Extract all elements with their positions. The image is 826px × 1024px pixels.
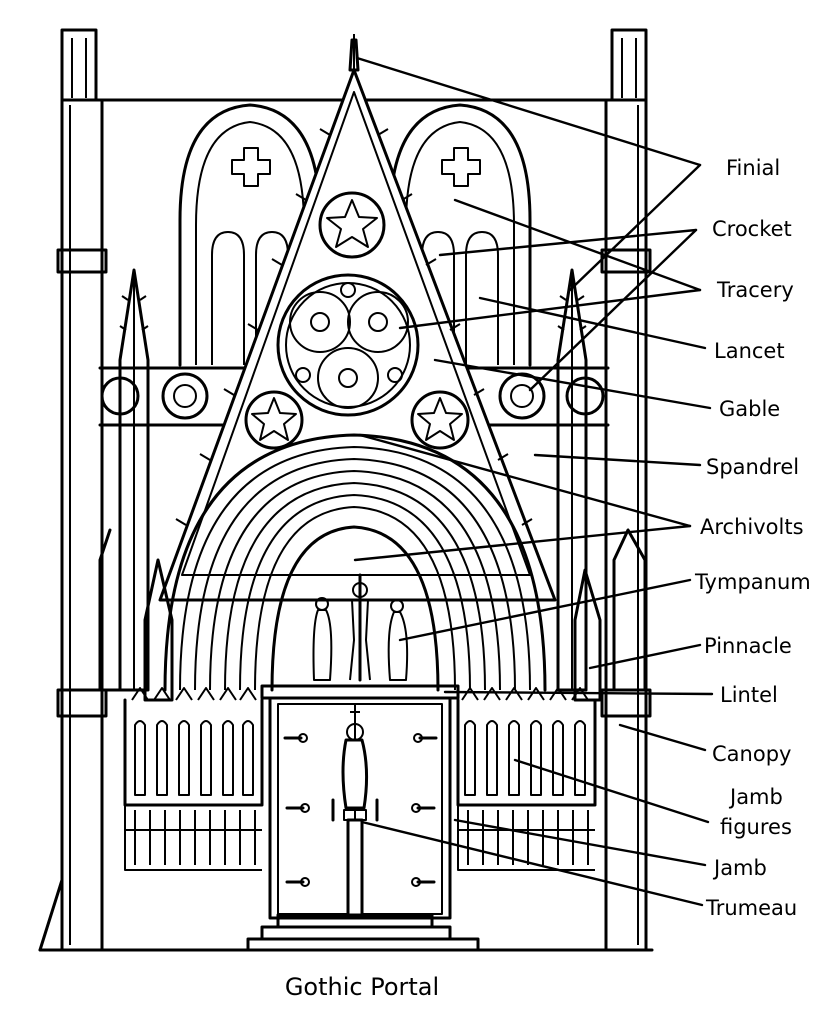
crockets <box>175 128 533 526</box>
label-canopy: Canopy <box>712 742 791 766</box>
crucifixion-figures <box>312 573 409 682</box>
right-lancet-window <box>388 103 532 367</box>
steps <box>246 913 480 952</box>
lintel <box>260 684 460 700</box>
label-gable: Gable <box>719 397 780 421</box>
label-tympanum: Tympanum <box>694 570 811 594</box>
door-handles <box>331 798 379 822</box>
archivolts <box>163 433 547 692</box>
label-pinnacle: Pinnacle <box>704 634 792 658</box>
right-jamb-figures <box>456 687 597 871</box>
label-jamb-figures-line2: figures <box>720 815 792 839</box>
left-buttress <box>38 28 108 952</box>
label-tracery: Tracery <box>716 278 794 302</box>
gable-star-window-right <box>410 390 470 450</box>
label-trumeau: Trumeau <box>705 896 797 920</box>
label-spandrel: Spandrel <box>706 455 799 479</box>
right-buttress <box>600 28 652 952</box>
label-archivolts: Archivolts <box>700 515 804 539</box>
door-hinges <box>283 733 438 887</box>
label-jamb-figures-line1: Jamb <box>728 785 783 809</box>
label-finial: Finial <box>726 156 780 180</box>
label-jamb: Jamb <box>712 856 767 880</box>
gable-star-window-top <box>318 191 386 259</box>
leader-lines <box>353 56 714 907</box>
rose-window <box>276 273 420 417</box>
label-lancet: Lancet <box>714 339 785 363</box>
gable-star-window-left <box>244 390 304 450</box>
diagram-caption: Gothic Portal <box>285 973 439 1001</box>
label-lintel: Lintel <box>720 683 778 707</box>
label-crocket: Crocket <box>712 217 792 241</box>
right-pinnacle <box>556 268 647 702</box>
left-jamb-figures <box>123 687 264 871</box>
left-pinnacle <box>98 268 174 702</box>
left-lancet-window <box>178 103 322 367</box>
